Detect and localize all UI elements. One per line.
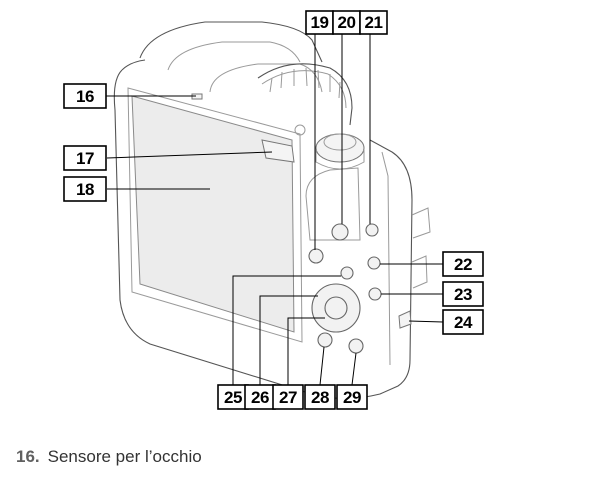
button-22 <box>367 256 381 270</box>
callout-22: 22 <box>442 251 484 277</box>
button-19 <box>308 248 324 264</box>
n-mark <box>398 310 412 329</box>
lcd-screen <box>131 95 295 333</box>
callout-27: 27 <box>272 384 304 410</box>
callout-25: 25 <box>217 384 249 410</box>
callout-17: 17 <box>63 145 107 171</box>
svg-text:20: 20 <box>338 13 356 32</box>
svg-text:16: 16 <box>76 87 94 106</box>
svg-text:18: 18 <box>76 180 94 199</box>
center-button <box>324 296 348 320</box>
callout-20: 20 <box>332 10 361 35</box>
button-28 <box>317 332 333 348</box>
svg-text:23: 23 <box>454 285 472 304</box>
svg-text:25: 25 <box>224 388 242 407</box>
part-caption: 16. Sensore per l’occhio <box>16 447 202 467</box>
svg-text:28: 28 <box>311 388 329 407</box>
svg-text:22: 22 <box>454 255 472 274</box>
button-23 <box>368 287 382 301</box>
button-25 <box>340 266 354 280</box>
caption-text: Sensore per l’occhio <box>47 447 202 466</box>
callout-26: 26 <box>244 384 276 410</box>
leader-lines <box>106 34 444 386</box>
camera-back-diagram: 16 17 18 19 20 21 22 23 24 25 26 27 <box>63 10 484 410</box>
camera-body-illustration <box>113 21 431 400</box>
button-20 <box>331 223 349 241</box>
control-dial <box>315 133 365 163</box>
callout-24: 24 <box>442 309 484 335</box>
callout-19: 19 <box>305 10 334 35</box>
svg-text:27: 27 <box>279 388 297 407</box>
button-21 <box>365 223 379 237</box>
lens-ring <box>257 63 353 126</box>
svg-text:26: 26 <box>251 388 269 407</box>
svg-text:24: 24 <box>454 313 473 332</box>
callout-23: 23 <box>442 281 484 307</box>
callout-28: 28 <box>304 384 336 410</box>
callout-18: 18 <box>63 176 107 202</box>
callout-21: 21 <box>359 10 388 35</box>
svg-text:29: 29 <box>343 388 361 407</box>
button-29 <box>348 338 364 354</box>
callout-29: 29 <box>336 384 368 410</box>
svg-text:21: 21 <box>365 13 383 32</box>
callout-16: 16 <box>63 83 107 109</box>
svg-text:17: 17 <box>76 149 94 168</box>
caption-number: 16. <box>16 447 40 466</box>
svg-text:19: 19 <box>311 13 329 32</box>
